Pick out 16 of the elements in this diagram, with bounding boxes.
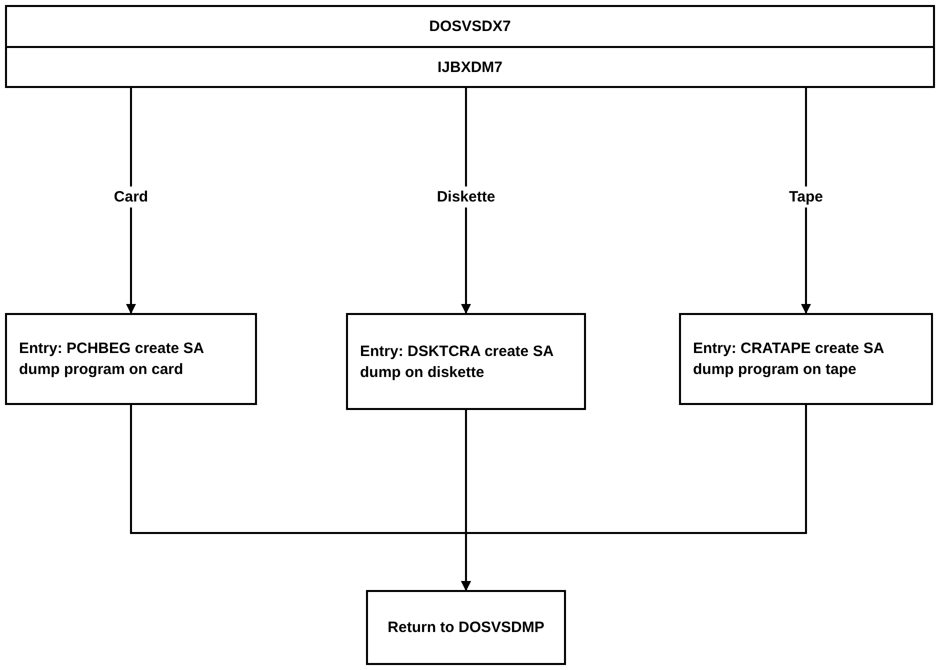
arrow (801, 88, 811, 314)
box-text: Entry: DSKTCRA create SA dump on diskette (360, 342, 554, 382)
arrow (126, 88, 136, 314)
process-box (679, 313, 933, 405)
process-box (366, 590, 566, 665)
box-text: Entry: PCHBEG create SA dump program on card (19, 339, 205, 380)
box-text: IJBXDM7 (437, 58, 503, 78)
arrow (461, 88, 471, 314)
arrow (461, 405, 807, 591)
box-text: Return to DOSVSDMP (388, 618, 544, 638)
process-box (5, 46, 935, 88)
box-text: Entry: CRATAPE create SA dump program on tape (693, 339, 885, 380)
process-box (5, 5, 935, 48)
box-text: DOSVSDX7 (429, 17, 511, 37)
process-box (346, 313, 586, 410)
process-box (5, 313, 257, 405)
